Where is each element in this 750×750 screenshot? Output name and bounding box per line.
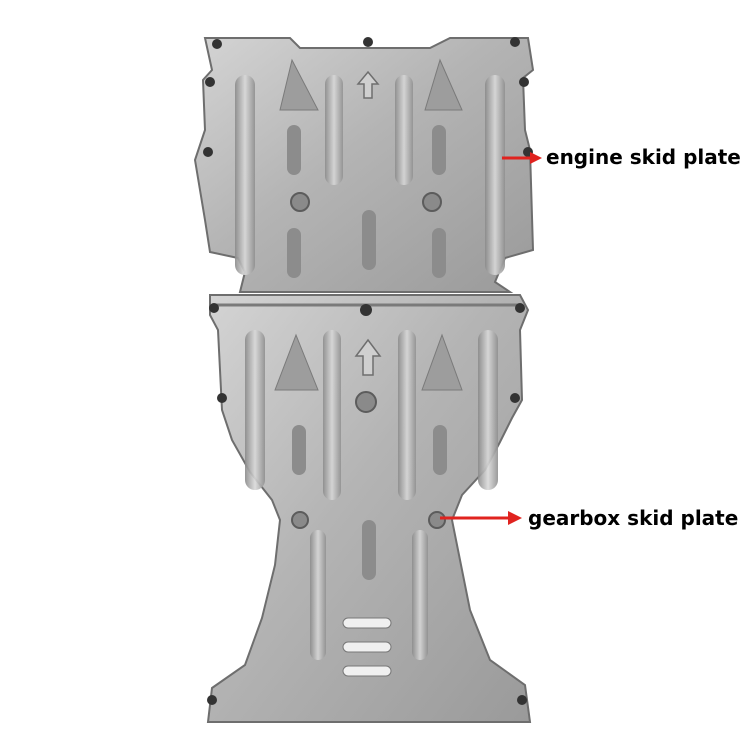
- gearbox-callout-arrow: [440, 511, 522, 525]
- gearbox-skid-plate-label: gearbox skid plate: [528, 506, 739, 530]
- gearbox-skid-plate: [206, 294, 532, 723]
- engine-callout-arrow: [502, 152, 542, 164]
- engine-skid-plate: [193, 37, 535, 293]
- engine-skid-plate-label: engine skid plate: [546, 145, 741, 169]
